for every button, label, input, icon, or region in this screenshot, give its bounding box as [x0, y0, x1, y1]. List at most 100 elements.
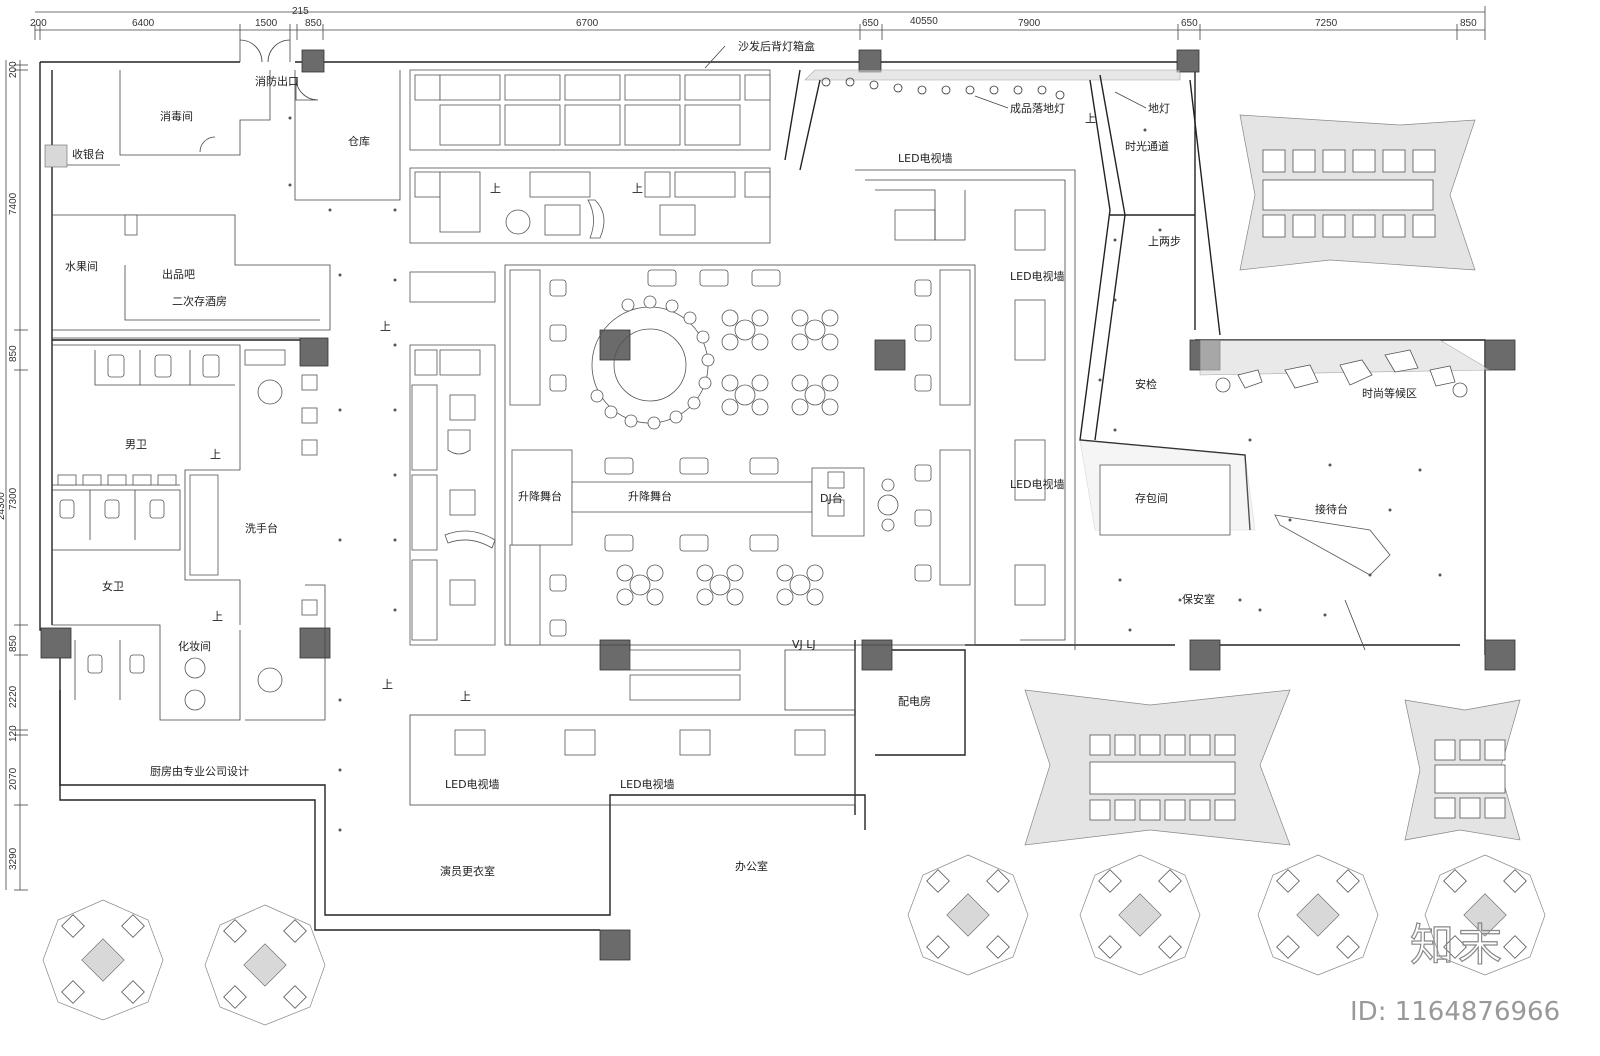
- umbrella-table-3: [907, 854, 1029, 976]
- dim-left-5: 7300: [8, 487, 19, 510]
- watermark-id: ID: 1164876966: [1350, 997, 1560, 1027]
- dim-left-9: 2070: [8, 767, 19, 790]
- annotation-up-7: 上: [212, 610, 223, 623]
- label-office: 办公室: [735, 859, 768, 873]
- dim-top-7: 650: [862, 18, 879, 29]
- label-mens-restroom: 男卫: [125, 438, 147, 451]
- top-bench-row: [647, 269, 781, 287]
- umbrella-table-1: [42, 899, 164, 1021]
- annotation-up-4: 上: [490, 182, 501, 195]
- label-time-tunnel: 时光通道: [1125, 139, 1169, 153]
- dim-left-2: 7400: [8, 192, 19, 215]
- womens-stalls: [52, 474, 181, 551]
- annotation-up-1: 上: [380, 320, 391, 333]
- annotation-sofa-lightbox: 沙发后背灯箱盒: [738, 39, 815, 53]
- umbrella-table-6: [1424, 854, 1546, 976]
- label-makeup-room: 化妆间: [178, 639, 211, 653]
- dim-left-7: 2220: [8, 685, 19, 708]
- dim-top-4: 215: [292, 6, 309, 17]
- lift-stage-left: [511, 449, 573, 546]
- stage-side-seats: [604, 457, 779, 552]
- label-cashier: 收银台: [72, 147, 105, 161]
- annotation-led-wall-bottom-1: LED电视墙: [445, 777, 500, 791]
- label-security-room: 保安室: [1182, 592, 1215, 606]
- label-dressing-room: 演员更衣室: [440, 864, 495, 878]
- label-serving-bar: 出品吧: [162, 267, 195, 281]
- label-stage-left: 升降舞台: [518, 489, 562, 503]
- annotation-up-5: 上: [632, 182, 643, 195]
- label-wine-storage: 二次存酒房: [172, 294, 227, 308]
- left-service-block: [44, 39, 331, 721]
- label-waiting-area: 时尚等候区: [1362, 386, 1417, 400]
- top-sofa-row: [409, 69, 771, 151]
- annotation-led-wall-right-2: LED电视墙: [1010, 477, 1065, 491]
- dim-top-11: 7250: [1315, 18, 1338, 29]
- label-power-room: 配电房: [898, 695, 931, 708]
- umbrella-table-4: [1079, 854, 1201, 976]
- label-security-check: 安检: [1135, 377, 1157, 391]
- watermark: 知末 ID: 1164876966: [1350, 919, 1560, 1027]
- dim-left-3: 850: [8, 345, 19, 362]
- dim-left-10: 3290: [8, 847, 19, 870]
- label-womens-restroom: 女卫: [102, 579, 124, 593]
- annotation-up-3: 上: [460, 690, 471, 703]
- label-kitchen: 厨房由专业公司设计: [150, 764, 249, 778]
- watermark-logo: 知末: [1410, 920, 1506, 971]
- structural-columns: [40, 49, 1516, 961]
- label-fruit-room: 水果间: [65, 260, 98, 273]
- warehouse-outline: [294, 70, 401, 201]
- label-vj-lj: VJ LJ: [792, 638, 816, 651]
- left-lounge-column: [409, 271, 496, 646]
- dim-top-1: 200: [30, 18, 47, 29]
- umbrella-table-2: [204, 904, 326, 1026]
- round-tables-top: [721, 309, 839, 416]
- dim-top-12: 850: [1460, 18, 1477, 29]
- central-dance-floor: [504, 264, 976, 711]
- ceiling-light-dots: [288, 116, 1442, 832]
- lift-stage-center: [571, 481, 813, 513]
- dim-top-6: 6700: [576, 18, 599, 29]
- annotation-led-wall-bottom-2: LED电视墙: [620, 777, 675, 791]
- label-fire-exit: 消防出口: [255, 74, 299, 88]
- annotation-up-8: 上: [1085, 112, 1096, 125]
- reception-area: [1099, 349, 1468, 651]
- round-bar: [590, 295, 715, 430]
- umbrella-table-5: [1257, 854, 1379, 976]
- booth-seats-left: [549, 279, 567, 637]
- dim-top-9: 7900: [1018, 18, 1041, 29]
- outdoor-table-set-1: [1239, 114, 1476, 271]
- annotation-up-6: 上: [210, 448, 221, 461]
- booth-seats-right: [914, 279, 932, 582]
- annotation-ground-light: 地灯: [1148, 102, 1170, 115]
- bottom-led-booths: [409, 714, 856, 806]
- top-dimension-line: 200 6400 1500 215 850 6700 650 40550 790…: [30, 6, 1486, 40]
- label-washbasin: 洗手台: [245, 521, 278, 535]
- annotation-up-2: 上: [382, 678, 393, 691]
- outdoor-table-set-2: [1024, 689, 1291, 846]
- label-warehouse: 仓库: [348, 134, 370, 148]
- annotations: 沙发后背灯箱盒 成品落地灯 地灯 LED电视墙 LED电视墙 LED电视墙 LE…: [210, 39, 1181, 791]
- dim-left-6: 850: [8, 635, 19, 652]
- round-tables-bottom: [616, 564, 824, 606]
- label-disinfection: 消毒间: [160, 109, 193, 123]
- annotation-up-two-steps: 上两步: [1148, 235, 1181, 248]
- dim-left-1: 200: [8, 61, 19, 78]
- urinal-stalls: [94, 350, 235, 386]
- dim-left-8: 120: [8, 725, 19, 742]
- annotation-floor-lamp: 成品落地灯: [1010, 102, 1065, 115]
- label-cloakroom: 存包间: [1135, 491, 1168, 505]
- second-lounge-row: [409, 167, 771, 244]
- dim-top-3: 1500: [255, 18, 278, 29]
- label-stage-center: 升降舞台: [628, 489, 672, 503]
- dim-top-2: 6400: [132, 18, 155, 29]
- floor-lamp-row: [821, 77, 1065, 100]
- dim-top-8: 40550: [910, 16, 938, 27]
- annotation-led-wall-top: LED电视墙: [898, 151, 953, 165]
- dim-left-4: 24300: [0, 492, 7, 520]
- label-dj-booth: DJ台: [820, 491, 843, 505]
- label-reception: 接待台: [1315, 502, 1348, 516]
- right-lounge: [855, 169, 1076, 650]
- bar-counter-seats: [629, 649, 741, 671]
- outdoor-table-set-3: [1404, 699, 1521, 841]
